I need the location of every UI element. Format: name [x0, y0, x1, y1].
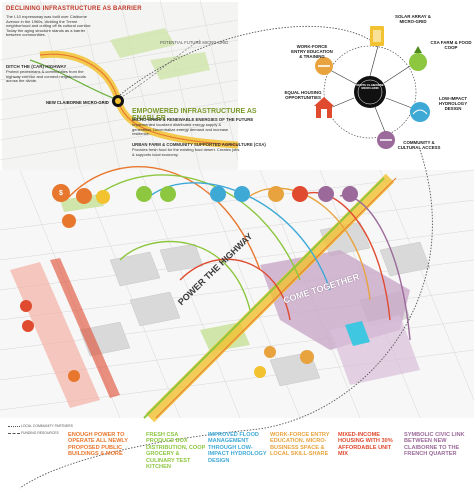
partner-circle: [20, 300, 32, 312]
partner-circle: [292, 186, 308, 202]
partner-circle: [62, 214, 76, 228]
hub-node-education: WORK-FORCE ENTRY EDUCATION & TRAINING: [291, 44, 333, 59]
partner-circle: [264, 346, 276, 358]
partner-circle: [268, 186, 284, 202]
legend-local-partners: LOCAL COMMUNITY PARTNERS: [8, 424, 73, 428]
partner-circle: $: [52, 184, 70, 202]
hub-node-csa: CSA FARM & FOOD COOP: [430, 40, 472, 50]
beet-icon: [409, 53, 427, 71]
empowered-sub2: URBAN FARM & COMMUNITY SUPPORTED AGRICUL…: [132, 142, 266, 147]
footer-civic: SYMBOLIC CIVIC LINK BETWEEN NEW CLAIBORN…: [404, 432, 465, 458]
footer-csa: FRESH CSA PRODUCE BOX DISTRIBUTION, COOP…: [146, 432, 206, 471]
footer-housing: MIXED-INCOME HOUSING WITH 30% AFFORDABLE…: [338, 432, 393, 458]
empowered-bullets2: Provides fresh food for the existing foo…: [132, 147, 240, 157]
empowered-sub1: MICRO-GRIDS & RENEWABLE ENERGIES OF THE …: [132, 117, 254, 122]
footer-education: WORK-FORCE ENTRY EDUCATION, MICRO-BUSINE…: [270, 432, 330, 458]
partner-circle: [300, 350, 314, 364]
water-icon: [410, 102, 430, 122]
partner-circle: [22, 320, 34, 332]
partner-circle: [210, 186, 226, 202]
hub-center: [354, 76, 386, 108]
empowered-bullets1: Implemented localized distributed energy…: [132, 122, 229, 137]
hub-node-housing: EQUAL HOUSING OPPORTUNITIES: [284, 90, 322, 100]
hub-node-solar: SOLAR ARRAY & MICRO-GRID: [395, 14, 431, 24]
footer-flood: IMPROVED FLOOD MANAGEMENT THROUGH LOW-IM…: [208, 432, 267, 464]
partner-circle: [318, 186, 334, 202]
hub-diagram: [314, 26, 430, 149]
partner-circle: [96, 190, 110, 204]
future-microgrid-label: POTENTIAL FUTURE MICRO-GRID: [160, 40, 229, 45]
partner-circle: [254, 366, 266, 378]
footer-power: ENOUGH POWER TO OPERATE ALL NEWLY PROPOS…: [68, 432, 128, 458]
partner-circle: [136, 186, 152, 202]
hub-node-hydro: LOW-IMPACT HYDROLOGY DESIGN: [438, 96, 468, 111]
hub-node-culture: COMMUNITY & CULTURAL ACCESS: [397, 140, 441, 150]
partner-circle: [160, 186, 176, 202]
empowered-title: EMPOWERED INFRASTRUCTURE AS ENABLER: [132, 108, 257, 122]
declining-body: The I-10 expressway was built over Claib…: [6, 14, 92, 38]
ditch-header: DITCH THE (CAR) HIGHWAY: [6, 64, 67, 69]
partner-circle: [68, 370, 80, 382]
top-map: [0, 0, 239, 171]
ditch-body: Protect pedestrians & communities from t…: [6, 69, 86, 84]
partner-circle: [342, 186, 358, 202]
legend-funding: FUNDING RESOURCES: [8, 431, 59, 435]
partner-circle: [234, 186, 250, 202]
hub-center-label: NORTH CLAIBORNE MICRO-GRID: [356, 83, 384, 91]
declining-title: DECLINING INFRASTRUCTURE AS BARRIER: [6, 6, 142, 12]
microgrid-label: NEW CLAIBORNE MICRO-GRID: [46, 100, 109, 105]
partner-circle: [76, 188, 92, 204]
